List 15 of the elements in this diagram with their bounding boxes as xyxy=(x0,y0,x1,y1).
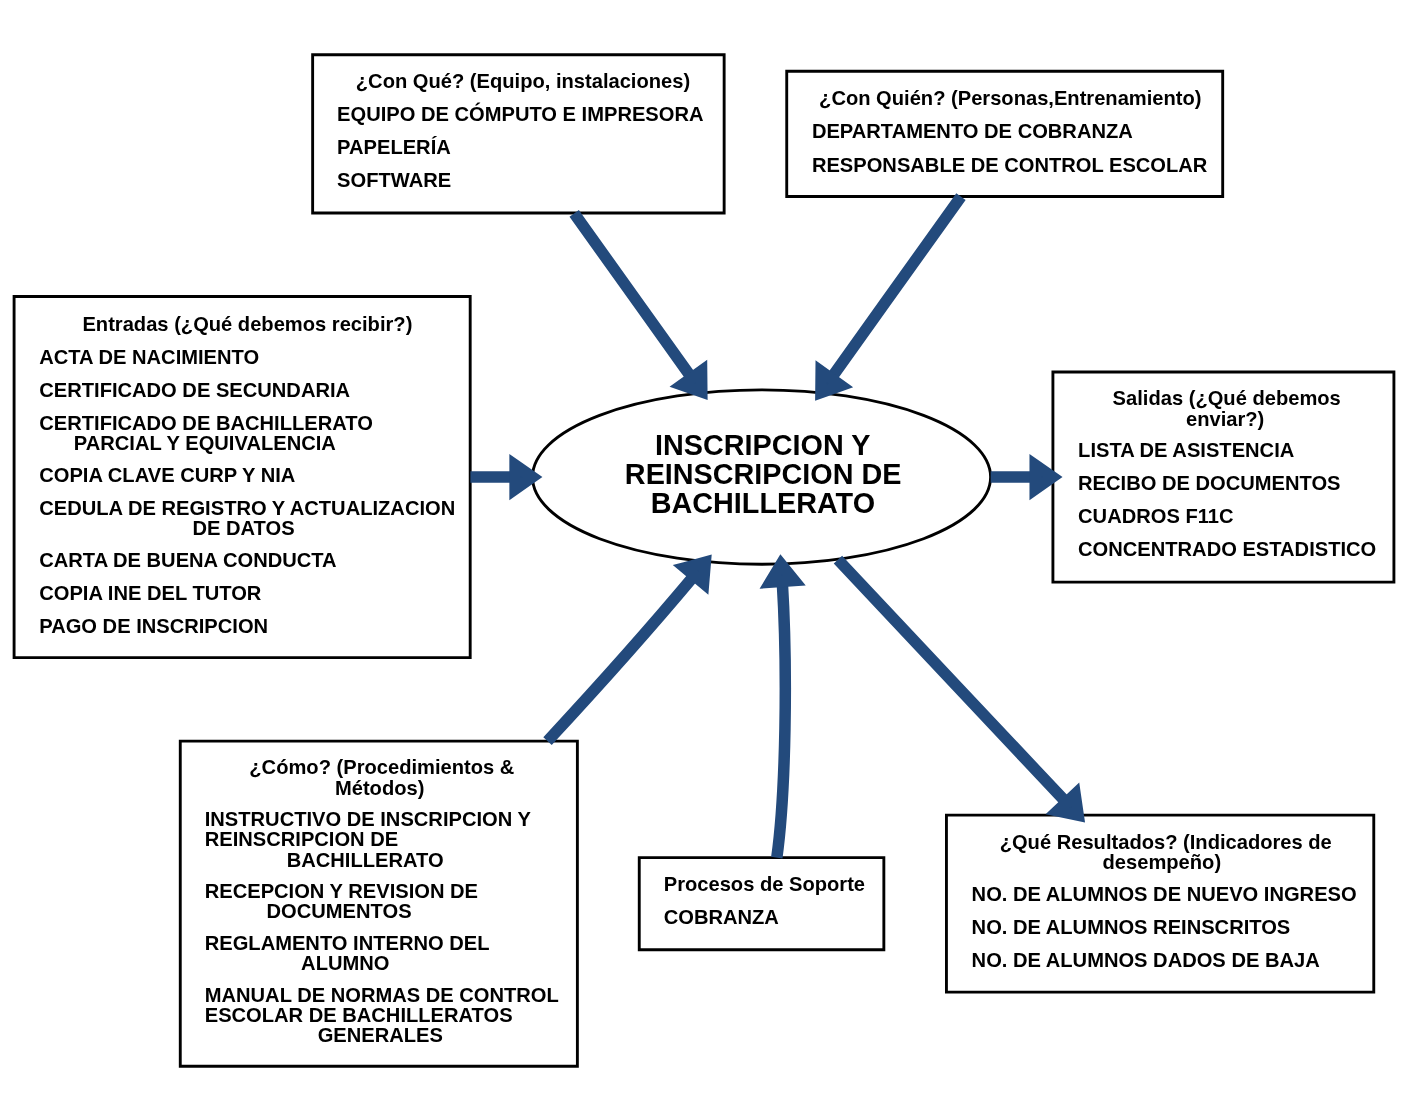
arrow xyxy=(990,453,1063,500)
node-box: ¿Cómo? (Procedimientos & Métodos) INSTRUCTIVO DE INSCRIPCION Y REINSCRIPCION DE BACHILLERATO RECEPCION Y REVISION DE DOCUMENTOS REGLAMENTO INTERNO DEL ALUMNO MANUAL DE NORMAS DE CONTROL ESCOLAR DE BACHILLERATOS GENERALES xyxy=(178,739,579,1068)
node-box: ¿Qué Resultados? (Indicadores de desempeño) NO. DE ALUMNOS DE NUEVO INGRESO NO. DE ALUMNOS REINSCRITOS NO. DE ALUMNOS DADOS DE BAJA xyxy=(945,813,1376,994)
node-box: ¿Con Quién? (Personas,Entrenamiento) DEPARTAMENTO DE COBRANZA RESPONSABLE DE CONTROL ESCOLAR xyxy=(785,69,1225,198)
node-box: Entradas (¿Qué debemos recibir?) ACTA DE NACIMIENTO CERTIFICADO DE SECUNDARIA CERTIFICADO DE BACHILLERATO PARCIAL Y EQUIVALENCIA COPIA CLAVE CURP Y NIA CEDULA DE REGISTRO Y ACTUALIZACION DE DATOS CARTA DE BUENA CONDUCTA COPIA INE DEL TUTOR PAGO DE INSCRIPCION xyxy=(12,294,472,659)
arrow xyxy=(470,453,543,500)
arrow xyxy=(543,554,712,745)
node-box: ¿Con Qué? (Equipo, instalaciones) EQUIPO DE CÓMPUTO E IMPRESORA PAPELERÍA SOFTWARE xyxy=(311,52,726,214)
arrow xyxy=(833,555,1086,822)
arrow xyxy=(759,553,806,858)
node-box: Procesos de Soporte COBRANZA xyxy=(637,855,886,951)
node-box: Salidas (¿Qué debemos enviar?) LISTA DE ASISTENCIA RECIBO DE DOCUMENTOS CUADROS F11C CONCENTRADO ESTADISTICO xyxy=(1051,370,1396,584)
arrow xyxy=(815,192,966,401)
arrow xyxy=(569,209,708,400)
node-ellipse: INSCRIPCION Y REINSCRIPCION DE BACHILLERATO xyxy=(531,387,993,566)
